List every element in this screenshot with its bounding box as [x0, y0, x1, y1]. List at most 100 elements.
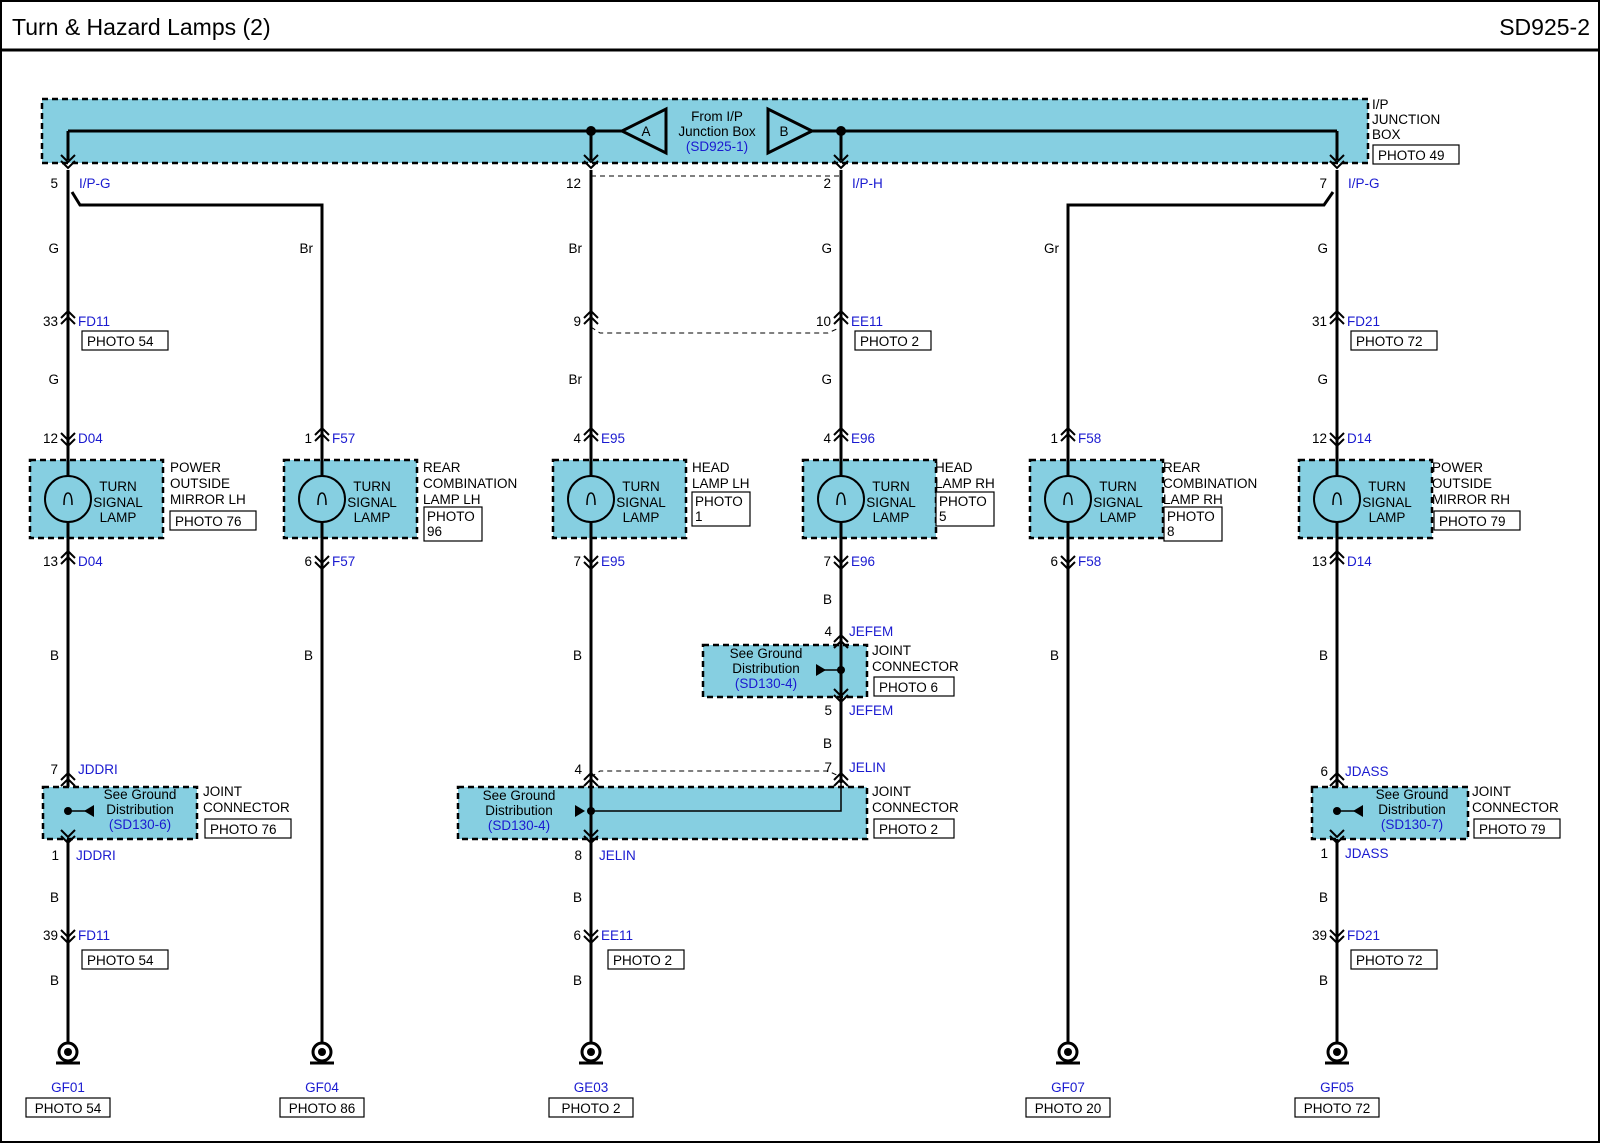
pin-number: 4 — [823, 431, 831, 446]
splice-dot — [587, 807, 595, 815]
photo-ref-fd21-bottom[interactable]: PHOTO 72 — [1350, 949, 1438, 970]
junction-photo-ref[interactable]: PHOTO 49 — [1372, 144, 1460, 165]
photo-frame — [25, 1097, 111, 1118]
photo-ref-jdass[interactable]: PHOTO 79 — [1473, 818, 1561, 839]
wire-color: Br — [569, 372, 583, 387]
connector-mark-icon — [60, 829, 76, 845]
photo-ref-fd11-bottom[interactable]: PHOTO 54 — [81, 949, 169, 970]
bulb-icon — [817, 475, 865, 523]
pin-number: 13 — [1312, 554, 1327, 569]
component-name: REAR — [423, 460, 461, 475]
wire-color: Gr — [1044, 241, 1060, 256]
lamp-label: LAMP — [1100, 510, 1137, 525]
photo-frame — [423, 506, 483, 542]
connector-id: JDDRI — [78, 762, 118, 777]
connector-mark-icon — [1329, 309, 1345, 325]
pin-number: 7 — [50, 762, 58, 777]
joint-connector-jelin[interactable] — [456, 785, 869, 841]
joint-pin-jddri-in: 7 JDDRI — [50, 762, 118, 787]
component-name: REAR — [1163, 460, 1201, 475]
photo-label: PHOTO 54 — [87, 953, 154, 968]
photo-ref-jelin[interactable]: PHOTO 2 — [873, 818, 955, 839]
connector-id: D14 — [1347, 431, 1372, 446]
connector-id: FD11 — [78, 314, 110, 329]
see-ground-text: See Ground — [483, 788, 556, 803]
ground-ref-link: (SD130-4) — [735, 676, 797, 691]
photo-frame — [1473, 818, 1561, 839]
pin-12: 12 — [566, 154, 599, 191]
pin-number: 7 — [1319, 176, 1327, 191]
lamp-label: SIGNAL — [347, 495, 397, 510]
photo-label: PHOTO 72 — [1356, 953, 1423, 968]
connector-id: JEFEM — [849, 624, 893, 639]
photo-ref-ee11-bottom[interactable]: PHOTO 2 — [607, 949, 685, 970]
lamp-label: LAMP — [354, 510, 391, 525]
connector-mark-icon — [60, 771, 76, 787]
ip-junction-box[interactable]: A B From I/P Junction Box (SD925-1) — [40, 97, 1370, 165]
lamp-label: TURN — [353, 479, 391, 494]
connector-mark-icon — [833, 426, 849, 442]
wire-color: G — [821, 372, 832, 387]
photo-label: PHOTO 79 — [1479, 822, 1546, 837]
component-name: LAMP LH — [423, 492, 481, 507]
lamp-label: SIGNAL — [93, 495, 143, 510]
connector-mark-icon — [60, 154, 76, 170]
photo-label: PHOTO — [427, 509, 475, 524]
photo-ref-jddri[interactable]: PHOTO 76 — [204, 818, 292, 839]
photo-ref-ee11-top[interactable]: PHOTO 2 — [854, 330, 932, 351]
photo-ref-mirror-rh[interactable]: PHOTO 79 — [1433, 510, 1521, 531]
photo-ref-mirror-lh[interactable]: PHOTO 76 — [169, 510, 257, 531]
lamp-label: TURN — [1099, 479, 1137, 494]
photo-label: PHOTO 86 — [289, 1101, 356, 1116]
component-name: CONNECTOR — [203, 800, 290, 815]
pin-number: 5 — [50, 176, 58, 191]
pin-number: 1 — [51, 848, 59, 863]
shield-dashed-line — [590, 326, 842, 334]
photo-ref-fd21-top[interactable]: PHOTO 72 — [1350, 330, 1438, 351]
from-junction-ref-link[interactable]: (SD925-1) — [686, 139, 748, 154]
photo-label: 8 — [1167, 524, 1175, 539]
see-ground-text: See Ground — [1376, 787, 1449, 802]
pin-number: 1 — [1050, 431, 1058, 446]
pin-number: 31 — [1312, 314, 1327, 329]
ground-dot-icon — [1333, 1048, 1341, 1056]
component-name: JOINT — [872, 643, 911, 658]
ground-id: GF01 — [51, 1080, 85, 1095]
wire-color: B — [50, 973, 59, 988]
component-name: MIRROR LH — [170, 492, 246, 507]
photo-frame — [873, 676, 955, 697]
connector-id: I/P-G — [79, 176, 111, 191]
component-name: LAMP RH — [935, 476, 995, 491]
wire-color: B — [1050, 648, 1059, 663]
connector-mark-icon — [314, 426, 330, 442]
photo-ref-fd11-top[interactable]: PHOTO 54 — [81, 330, 169, 351]
photo-frame — [81, 949, 169, 970]
connector-mark-icon — [833, 154, 849, 170]
filament-icon — [63, 492, 73, 506]
wire-color: B — [823, 736, 832, 751]
wire-color: G — [48, 372, 59, 387]
connector-id: E96 — [851, 554, 875, 569]
filament-icon — [317, 492, 327, 506]
photo-ref-jefem[interactable]: PHOTO 6 — [873, 676, 955, 697]
connector-id: F58 — [1078, 431, 1101, 446]
